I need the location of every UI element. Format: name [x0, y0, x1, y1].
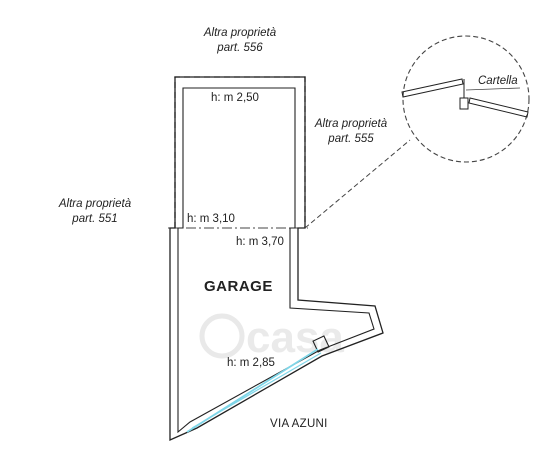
door-jamb	[312, 335, 330, 353]
east-owner-parcel: part. 555	[327, 133, 374, 145]
west-owner-label: Altra proprietà	[58, 198, 132, 210]
detail-gutter	[459, 97, 469, 110]
north-owner-parcel: part. 556	[216, 42, 263, 54]
east-owner-label: Altra proprietà	[314, 118, 388, 130]
street-name: VIA AZUNI	[270, 418, 328, 430]
north-owner-label: Altra proprietà	[203, 27, 277, 39]
west-owner-parcel: part. 551	[71, 213, 117, 225]
detail-label: Cartella	[478, 75, 518, 87]
watermark: casa	[199, 313, 344, 362]
garage-inner-wall	[177, 87, 375, 434]
watermark-logo-icon	[199, 313, 245, 359]
height-label-mid-left: h: m 3,10	[187, 213, 235, 225]
detail-circle	[402, 35, 530, 163]
room-name: GARAGE	[204, 278, 273, 295]
height-label-top: h: m 2,50	[211, 92, 259, 104]
height-label-mid-right: h: m 3,70	[236, 236, 284, 248]
detail-leader	[304, 139, 411, 229]
detail-roof-right	[468, 97, 529, 118]
street-opening-edge-inner	[191, 352, 322, 429]
watermark-text: casa	[246, 313, 344, 362]
detail-callout: Cartella	[401, 35, 530, 163]
detail-label-leader	[465, 87, 521, 91]
garage-outer-wall	[169, 76, 384, 442]
height-label-bottom: h: m 2,85	[227, 357, 275, 369]
detail-roof-left	[401, 78, 464, 98]
